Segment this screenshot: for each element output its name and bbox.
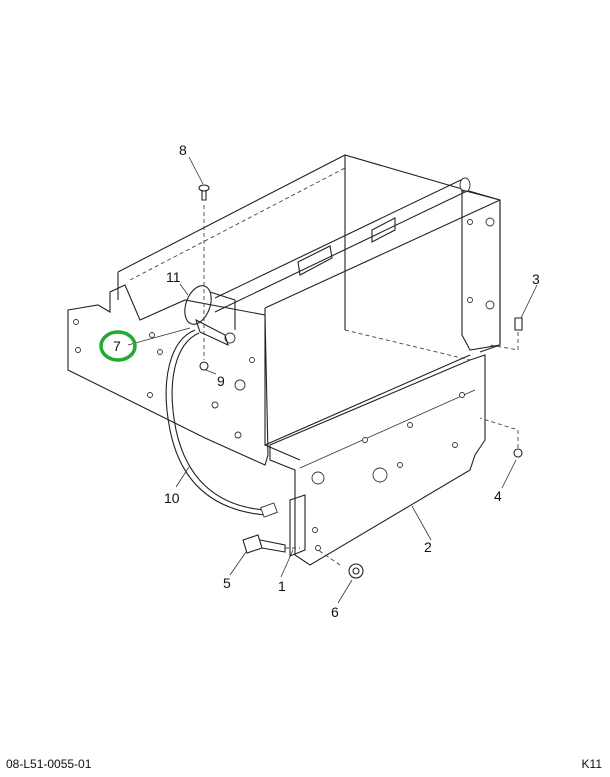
side-plate xyxy=(67,284,269,466)
nut-6 xyxy=(317,549,364,579)
callout-1: 1 xyxy=(278,578,286,594)
battery-box-frame xyxy=(117,154,501,461)
callout-10: 10 xyxy=(164,490,180,506)
mounting-bracket xyxy=(269,354,486,566)
callout-2: 2 xyxy=(424,539,432,555)
cable-clamp xyxy=(184,285,236,347)
nut-4 xyxy=(479,417,523,458)
page-code: K11 xyxy=(581,757,602,771)
callout-11: 11 xyxy=(166,269,181,285)
rear-panel xyxy=(461,189,501,351)
callout-4: 4 xyxy=(494,488,502,504)
callout-6: 6 xyxy=(331,604,339,620)
nut-9 xyxy=(199,361,209,371)
bolt-8 xyxy=(198,184,210,360)
drawing-number: 08-L51-0055-01 xyxy=(6,757,92,771)
callout-3: 3 xyxy=(532,271,540,287)
bolt-3 xyxy=(489,317,523,351)
callout-8: 8 xyxy=(179,142,187,158)
support-rods xyxy=(214,177,471,313)
callout-9: 9 xyxy=(217,373,225,389)
callout-7[interactable]: 7 xyxy=(113,338,121,354)
bolt-5 xyxy=(242,534,300,554)
leader-lines xyxy=(127,156,538,604)
callout-5: 5 xyxy=(223,575,231,591)
highlight-circle xyxy=(99,330,137,362)
ground-cable xyxy=(165,329,278,518)
